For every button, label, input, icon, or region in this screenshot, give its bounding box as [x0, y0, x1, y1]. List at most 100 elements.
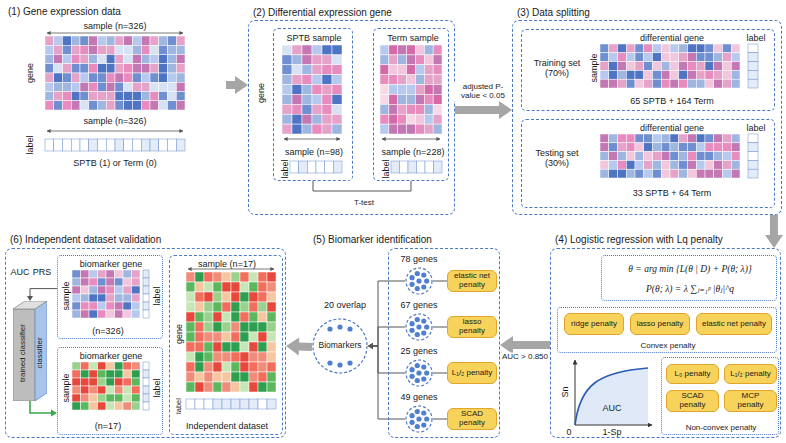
node-text: Independent dataset — [186, 421, 268, 431]
node-text: SPTB (1) or Term (0) — [73, 158, 156, 168]
connector — [765, 215, 783, 248]
connector-line — [30, 289, 57, 296]
node-text: biomarker gene — [80, 351, 143, 361]
connector-line — [770, 215, 778, 235]
node-text: sample (n=228) — [382, 147, 445, 157]
node-text: Convex penalty — [640, 341, 695, 350]
connector-line — [433, 419, 447, 420]
node-text: SPTB sample — [286, 33, 341, 43]
arrow-head — [235, 76, 248, 94]
node-text: label — [746, 123, 765, 133]
axis-or-note-label: 1-Sp — [602, 427, 621, 437]
connector — [313, 181, 411, 191]
circle-outline — [405, 267, 433, 295]
edge-label: AUC > 0.850 — [501, 353, 549, 362]
heatmap-cells — [45, 36, 758, 410]
sample-arrows — [47, 33, 440, 269]
edge-label: adjusted P-value < 0.05 — [454, 83, 512, 101]
arrow-head — [499, 101, 512, 119]
arrow-head — [368, 343, 373, 349]
circle-outline — [405, 359, 433, 387]
node-text: label — [152, 378, 162, 397]
connector — [433, 419, 447, 420]
dotted-box: θ = arg min {L(θ | D) + P(θ; λ)}P(θ; λ) … — [601, 255, 777, 301]
gene-set-circle: Biomarkers — [312, 318, 368, 374]
node-text: Testing set (30%) — [526, 148, 588, 169]
panel-heading: (3) Data splitting — [517, 7, 590, 19]
inner-box: sample (n=17)genelabelIndependent datase… — [169, 255, 283, 435]
inner-box: SPTB samplesample (n=98)label — [273, 28, 353, 181]
panel-region: (1) Gene expression data sample (n=326) ge… — [4, 4, 226, 174]
node-text: label — [381, 159, 391, 178]
connector-line — [433, 327, 447, 328]
connector-line — [313, 181, 411, 191]
node-text: biomarker gene — [80, 259, 143, 269]
penalty-pill: SCAD penalty — [447, 408, 497, 430]
connector-line — [513, 341, 550, 349]
connector — [226, 76, 248, 94]
gene-set-circle: 49 genes — [405, 405, 433, 433]
axis-or-note-label: PRS — [33, 267, 52, 277]
panel-heading: (5) Biomarker identification — [313, 234, 432, 246]
node-text: sample — [61, 281, 71, 310]
panel-heading: (4) Logistic regression with Lq penalty — [555, 234, 723, 246]
gene-set-circle: 25 genes — [405, 359, 433, 387]
node-text: sample (n=326) — [84, 116, 147, 126]
node-text: classifier — [35, 337, 44, 368]
node-text: label — [746, 33, 765, 43]
arrow-head — [368, 343, 373, 349]
connector — [433, 373, 447, 374]
node-text: gene — [25, 63, 35, 83]
connector-line — [455, 106, 499, 114]
connector-line — [30, 401, 51, 413]
gene-set-circle: 67 genes — [405, 313, 433, 341]
penalty-pill: L₀ penalty — [666, 364, 719, 384]
node-text: label — [175, 398, 184, 414]
connector — [27, 289, 57, 301]
node-text: θ = arg min {L(θ | D) + P(θ; λ)} — [628, 264, 751, 275]
panel-heading: (1) Gene expression data — [8, 6, 121, 18]
dotted-box: Convex penalty ridge penalty lasso penalty… — [557, 307, 777, 353]
connector — [368, 343, 405, 373]
node-text: (n=17) — [95, 421, 121, 431]
panel-box: (5) Biomarker identification78 geneselas… — [388, 248, 500, 438]
penalty-pill: SCAD penalty — [666, 390, 719, 412]
axis-or-note-label: AUC — [602, 403, 621, 413]
connector — [30, 401, 57, 417]
dotted-box: biomarker genelabelsample(n=17) — [57, 347, 163, 435]
node-text: 78 genes — [400, 254, 437, 264]
arrow-head — [27, 296, 33, 301]
node-text: ridge penalty — [571, 320, 617, 329]
penalty-pill: ridge penalty — [564, 313, 624, 335]
arrow-head — [286, 337, 299, 355]
circle-outline — [405, 313, 433, 341]
connector — [286, 337, 312, 355]
classifier-box: trained classifierclassifier — [13, 301, 47, 401]
panel-box: (2) Differential expression genegeneSPTB… — [248, 20, 455, 215]
node-text: sample — [589, 53, 599, 82]
node-text: L₀ penalty — [675, 370, 711, 379]
panel-heading: (2) Differential expression gene — [253, 7, 392, 19]
connector — [455, 101, 512, 119]
node-text: sample (n=17) — [198, 259, 256, 269]
connector — [433, 327, 447, 328]
arrow-head — [765, 235, 783, 248]
penalty-pill: MCP penalty — [724, 390, 777, 412]
inner-box: Training set (70%)differential genelabel… — [521, 29, 775, 111]
panel-heading: (6) Independent dataset validation — [10, 234, 161, 246]
connector — [368, 281, 405, 349]
node-text: elastic net penalty — [451, 272, 493, 290]
penalty-pill: elastic net penalty — [447, 270, 497, 292]
node-text: 65 SPTB + 164 Term — [630, 96, 714, 106]
node-text: label — [25, 135, 35, 154]
circle-outline — [405, 405, 433, 433]
panel-box: (4) Logistic regression with Lq penaltyθ… — [550, 248, 781, 438]
penalty-pill: lasso penalty — [447, 316, 497, 338]
connector — [433, 281, 447, 282]
node-text: label — [280, 159, 290, 178]
penalty-pill: L₁/₂ penalty — [724, 364, 777, 384]
auc-curve — [575, 360, 652, 425]
connector-line — [433, 281, 447, 282]
penalty-pill: lasso penalty — [630, 313, 690, 335]
connector — [368, 343, 405, 419]
